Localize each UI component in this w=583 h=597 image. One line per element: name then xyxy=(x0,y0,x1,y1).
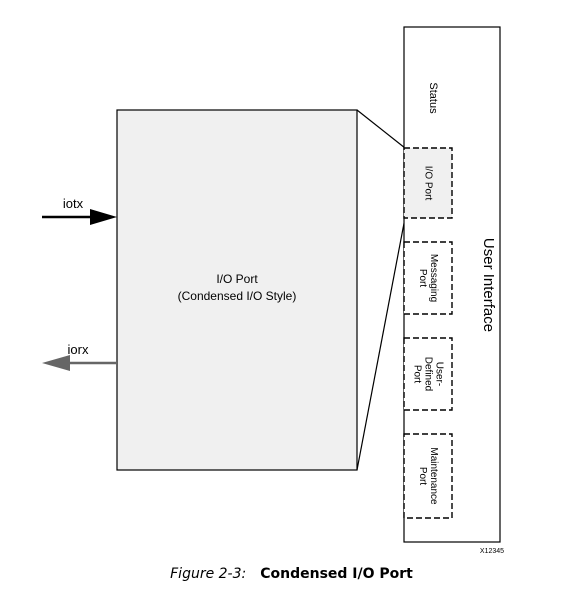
io-port-block-label: I/O Port xyxy=(216,272,258,286)
figure-caption: Figure 2-3: Condensed I/O Port xyxy=(0,566,583,582)
port-label-io-line-1: I/O Port xyxy=(422,166,433,201)
port-box-messaging xyxy=(403,241,453,315)
port-label-user-defined-line-1: User- xyxy=(433,362,444,386)
zoom-line-top xyxy=(356,109,406,149)
figure-id: X12345 xyxy=(480,548,504,555)
port-labels: I/O PortMessagingPortUser-DefinedPortMai… xyxy=(411,166,444,505)
io-port-block-style-label: (Condensed I/O Style) xyxy=(178,289,297,303)
figure-number: Figure 2-3: xyxy=(170,566,247,582)
port-label-messaging-line-1: Messaging xyxy=(428,254,439,302)
io-port-block xyxy=(116,109,358,471)
status-label: Status xyxy=(427,82,439,114)
figure-title: Condensed I/O Port xyxy=(260,566,413,582)
port-box-user-defined xyxy=(403,337,453,411)
port-box-io xyxy=(403,147,453,219)
port-label-maintenance-line-1: Maintenance xyxy=(428,447,439,505)
io-port-diagram: I/O Port (Condensed I/O Style) iotx iorx… xyxy=(42,26,504,555)
port-label-maintenance-line-2: Port xyxy=(417,467,428,486)
port-box-maintenance xyxy=(403,433,453,519)
zoom-line-bottom xyxy=(356,217,406,471)
port-label-user-defined-line-2: Defined xyxy=(422,357,433,391)
port-label-messaging-line-2: Port xyxy=(417,269,428,288)
port-label-user-defined-line-3: Port xyxy=(411,365,422,384)
iorx-label: iorx xyxy=(68,342,89,357)
user-interface-title: User Interface xyxy=(480,238,497,332)
iotx-arrow xyxy=(42,209,117,225)
iotx-label: iotx xyxy=(63,196,84,211)
iorx-arrow xyxy=(42,355,117,371)
